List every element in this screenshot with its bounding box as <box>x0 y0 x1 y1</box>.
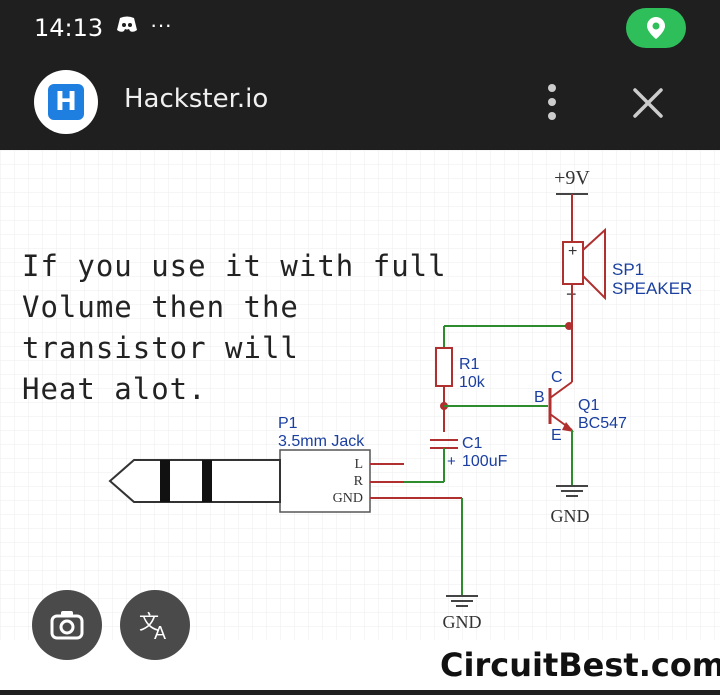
location-indicator[interactable] <box>626 8 686 48</box>
gnd-label-jack: GND <box>443 612 482 632</box>
site-favicon: H <box>34 70 98 134</box>
speaker-ref: SP1 <box>612 260 644 279</box>
pin-b-label: B <box>534 389 545 406</box>
audio-plug-icon <box>108 459 281 503</box>
svg-text:文: 文 <box>139 611 159 634</box>
resistor-ref: R1 <box>459 356 480 373</box>
speaker-plus: + <box>568 243 577 260</box>
bottom-edge <box>0 690 720 695</box>
status-time: 14:13 <box>34 14 104 42</box>
cap-plus: + <box>447 453 456 470</box>
hackster-logo-icon: H <box>48 84 84 120</box>
schematic-image: +9V + − SP1 SPEAKER R1 10k B C E Q1 <box>0 150 720 695</box>
status-bar: 14:13 ··· <box>0 0 720 58</box>
browser-header: H Hackster.io <box>0 58 720 150</box>
site-title: Hackster.io <box>124 84 269 114</box>
cap-ref: C1 <box>462 435 483 452</box>
jack-pin-gnd: GND <box>333 491 363 506</box>
close-icon <box>633 88 663 118</box>
transistor-ref: Q1 <box>578 397 599 414</box>
supply-label: +9V <box>554 167 590 189</box>
camera-lens-icon <box>50 611 84 640</box>
close-button[interactable] <box>620 78 676 128</box>
more-notifications-icon: ··· <box>150 12 172 37</box>
translate-icon: 文A <box>139 611 166 641</box>
watermark: CircuitBest.com <box>440 646 720 684</box>
circuit-schematic: +9V + − SP1 SPEAKER R1 10k B C E Q1 <box>0 150 720 640</box>
jack-name: 3.5mm Jack <box>278 433 365 450</box>
speaker-name: SPEAKER <box>612 279 692 298</box>
gnd-label-transistor: GND <box>551 506 590 526</box>
vertical-dots-icon <box>548 84 556 120</box>
location-pin-icon <box>647 17 665 39</box>
svg-text:A: A <box>154 623 166 641</box>
pin-e-label: E <box>551 427 562 444</box>
pin-c-label: C <box>551 369 563 386</box>
resistor-value: 10k <box>459 374 486 391</box>
discord-icon <box>116 14 138 40</box>
cap-value: 100uF <box>462 453 508 470</box>
transistor-model: BC547 <box>578 415 627 432</box>
overlay-note: If you use it with full Volume then the … <box>22 249 447 406</box>
jack-ref: P1 <box>278 415 298 432</box>
jack-pin-l: L <box>354 457 363 472</box>
lens-button[interactable] <box>32 590 102 660</box>
overflow-menu-button[interactable] <box>532 78 572 128</box>
jack-pin-r: R <box>354 474 364 489</box>
